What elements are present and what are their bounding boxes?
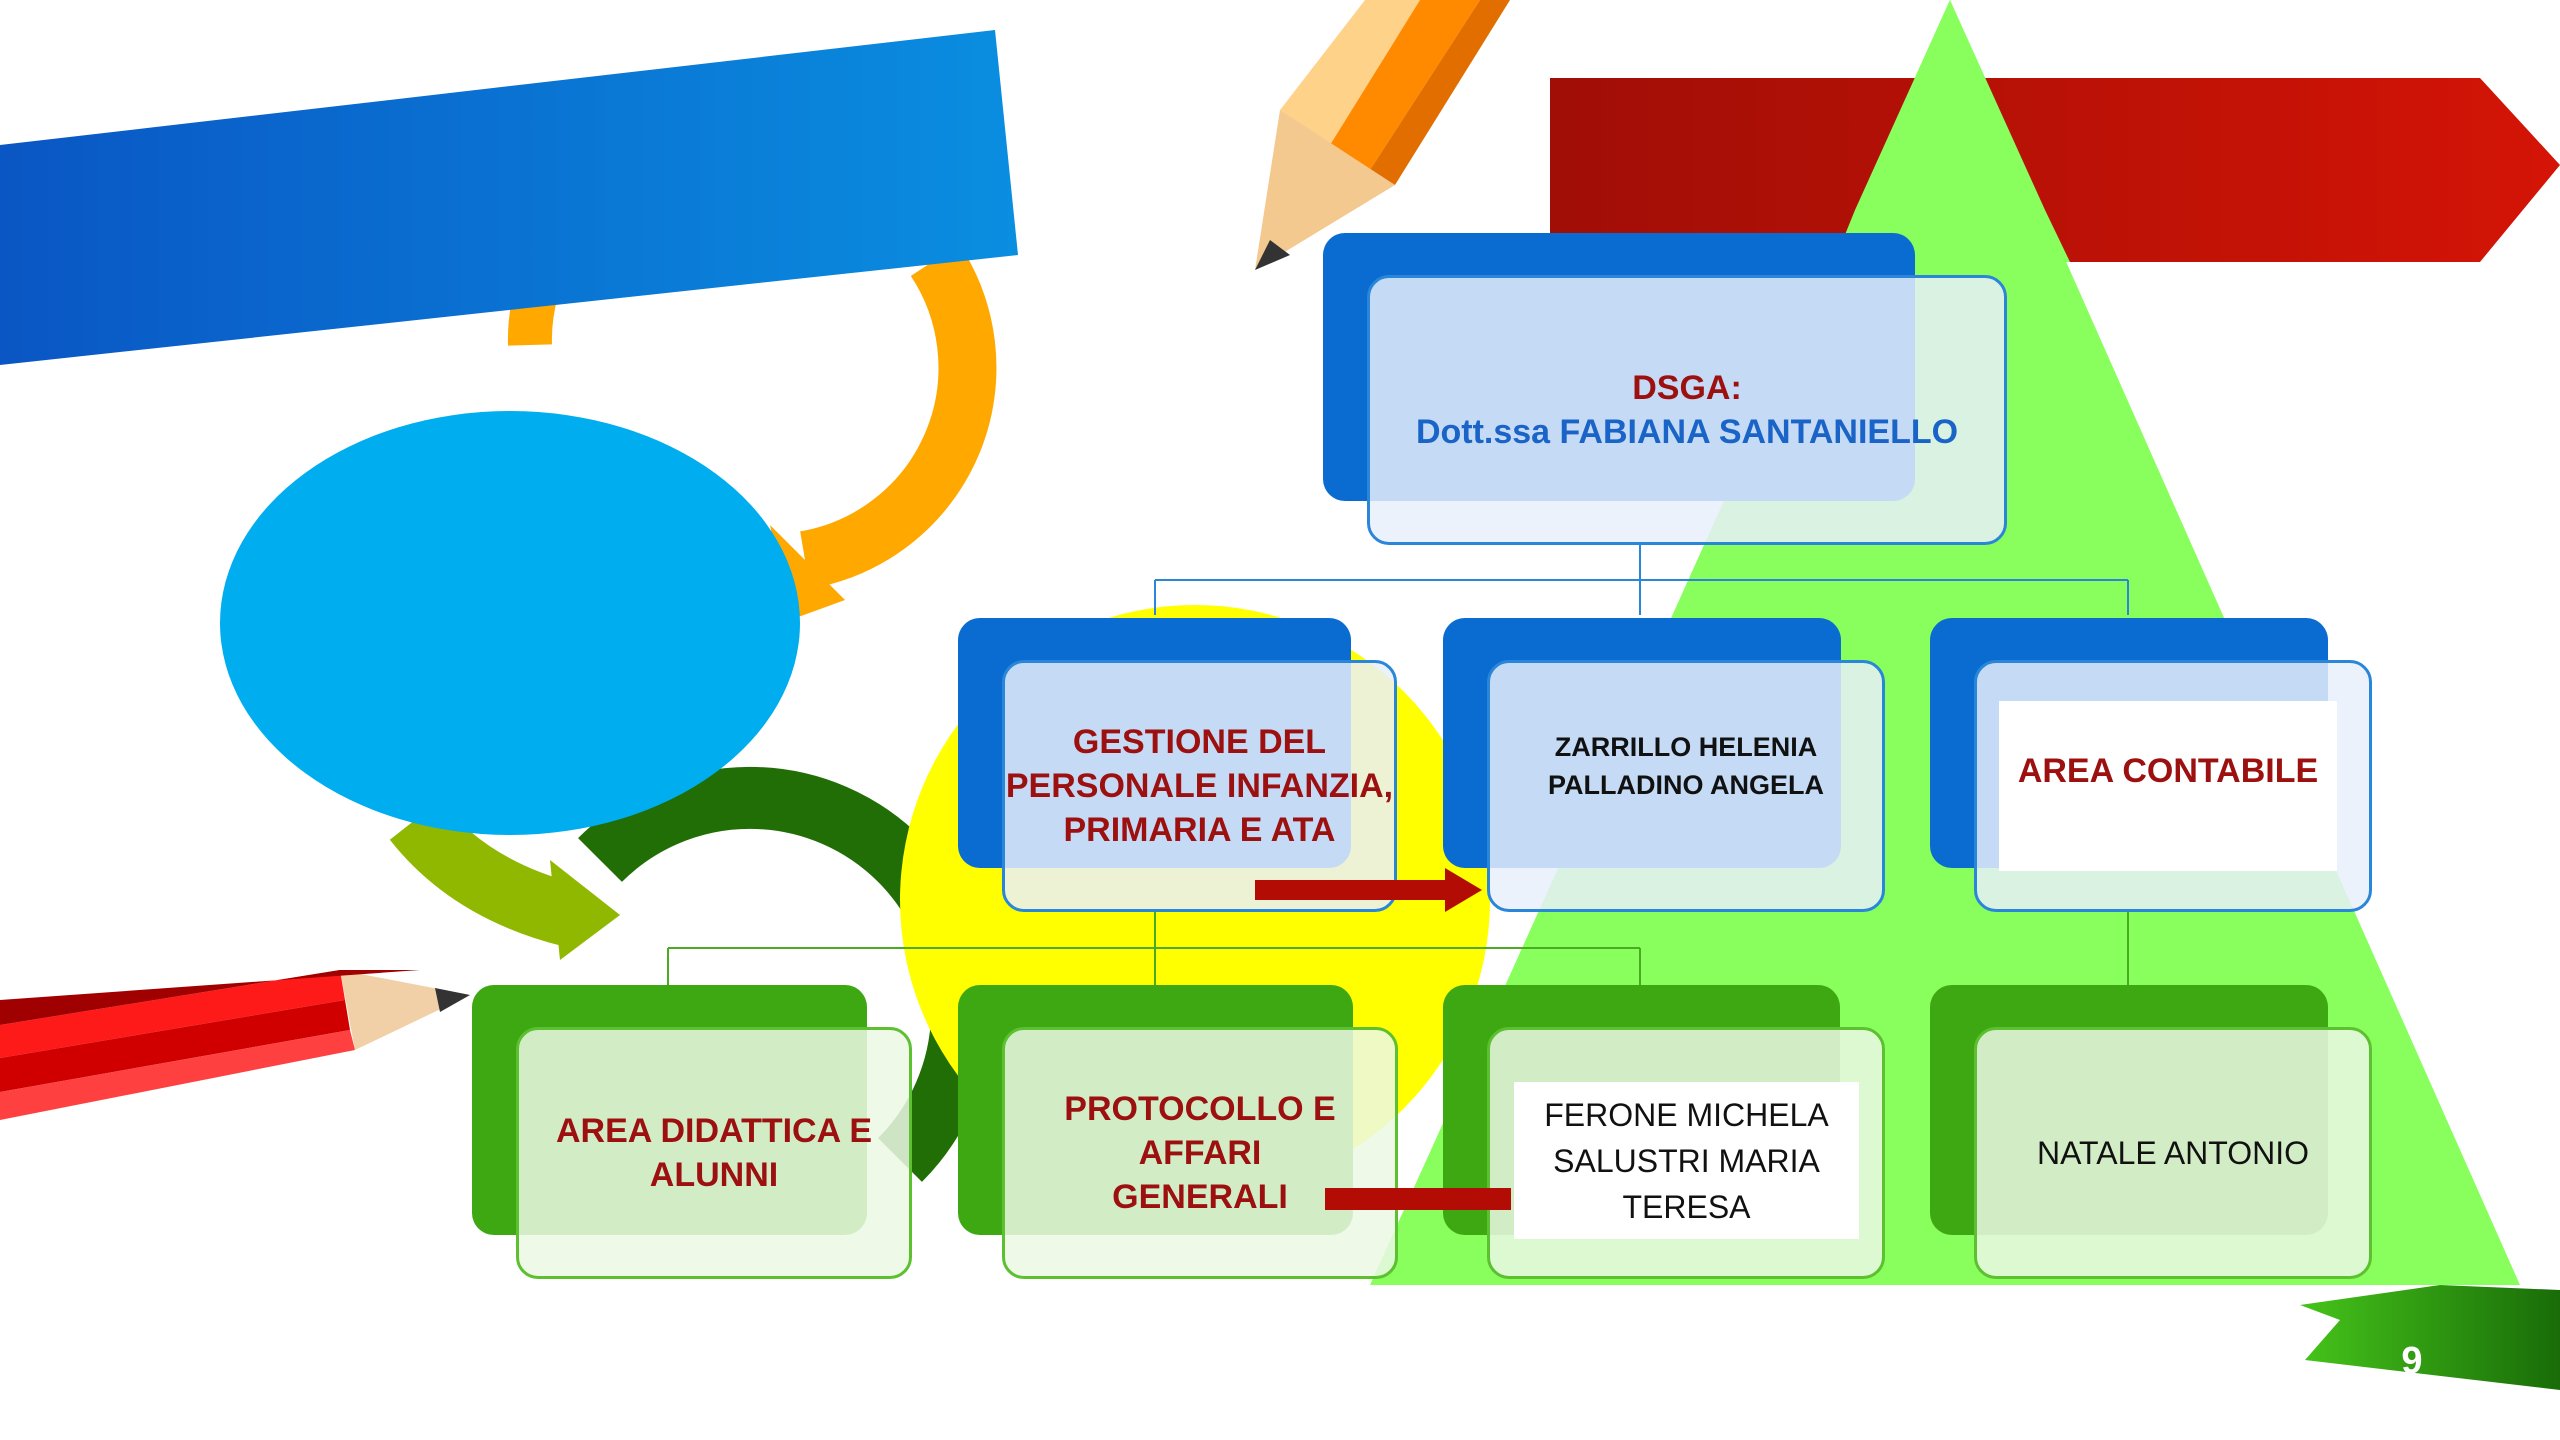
protocol-line-2: GENERALI [1112, 1178, 1288, 1216]
dark-green-arrow [578, 766, 994, 1182]
ferone-line-1: FERONE MICHELA [1544, 1096, 1829, 1133]
natale-node: NATALE ANTONIO [1974, 1027, 2372, 1279]
accounting-label: AREA CONTABILE [2017, 752, 2319, 790]
dsga-title: DSGA: [1632, 369, 1742, 407]
blue-ellipse [220, 411, 800, 835]
ferone-line-2: SALUSTRI MARIA [1553, 1142, 1820, 1179]
orange-pencil-graphic [1255, 0, 1510, 270]
didactic-line-2: ALUNNI [649, 1156, 779, 1194]
red-pencil-graphic [0, 970, 470, 1120]
accounting-node: AREA CONTABILE [1974, 660, 2372, 912]
didactic-line-1: AREA DIDATTICA E [555, 1112, 873, 1150]
light-green-arrow-head [550, 860, 620, 960]
light-green-arrow [389, 799, 579, 947]
dsga-person: Dott.ssa FABIANA SANTANIELLO [1415, 413, 1959, 451]
protocol-line-1: PROTOCOLLO E AFFARI [1064, 1090, 1336, 1172]
ferone-label-box: FERONE MICHELA SALUSTRI MARIA TERESA [1514, 1082, 1859, 1239]
natale-name: NATALE ANTONIO [2036, 1135, 2310, 1171]
connector-lines [667, 545, 2129, 985]
hr-management-node: GESTIONE DEL PERSONALE INFANZIA, PRIMARI… [1002, 660, 1397, 912]
green-corner-shape [2300, 1285, 2560, 1390]
blue-banner [0, 30, 1018, 365]
staff-name-2: PALLADINO ANGELA [1548, 770, 1824, 800]
hr-line-1: GESTIONE DEL [1072, 723, 1327, 761]
slide-number: 9 [2401, 1340, 2423, 1382]
dsga-node: DSGA: Dott.ssa FABIANA SANTANIELLO [1367, 275, 2007, 545]
green-triangle-overlap [1855, 0, 2045, 210]
ferone-salustri-node: FERONE MICHELA SALUSTRI MARIA TERESA [1487, 1027, 1885, 1279]
hr-line-2: PERSONALE INFANZIA, [1005, 767, 1394, 805]
ferone-line-3: TERESA [1622, 1188, 1751, 1225]
staff-name-1: ZARRILLO HELENIA [1554, 732, 1818, 762]
protocol-node: PROTOCOLLO E AFFARI GENERALI [1002, 1027, 1398, 1279]
didactic-area-node: AREA DIDATTICA E ALUNNI [516, 1027, 912, 1279]
staff-names-node: ZARRILLO HELENIA PALLADINO ANGELA [1487, 660, 1885, 912]
accounting-label-box: AREA CONTABILE [1999, 701, 2337, 871]
red-banner-arrow [1550, 78, 2560, 262]
hr-line-3: PRIMARIA E ATA [1063, 811, 1336, 849]
orange-curved-arrow-arc [799, 244, 997, 589]
